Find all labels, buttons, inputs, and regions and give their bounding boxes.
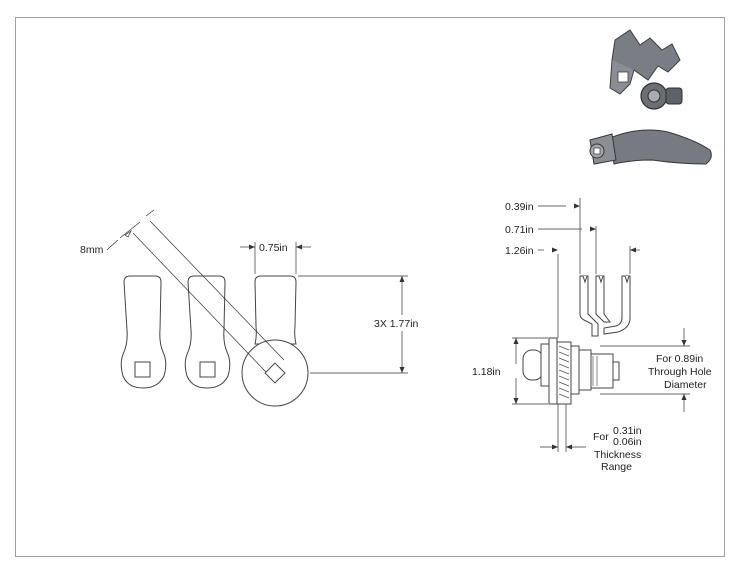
square-drive-2 <box>199 361 216 378</box>
length-dimension-label: 3X 1.77in <box>374 318 419 330</box>
isometric-lock-assembly <box>609 29 683 110</box>
height-dimension-label: 1.18in <box>472 366 501 378</box>
thickness-for-label: For <box>593 431 609 443</box>
hole-note-line-3: Diameter <box>664 379 707 391</box>
thickness-min-label: 0.06in <box>613 436 642 448</box>
thickness-note-line-2: Range <box>601 461 632 473</box>
cam-arm-1 <box>120 275 167 389</box>
hole-note-line-1: For 0.89in <box>656 353 703 365</box>
width-dimension-label: 0.75in <box>259 242 288 254</box>
front-view: 8mm 0.75in 3X 1.77in <box>80 209 419 407</box>
hole-note-line-2: Through Hole <box>648 366 712 378</box>
cam-arm-3 <box>254 275 297 345</box>
sheet-border <box>15 17 725 557</box>
isometric-cam-arm <box>589 129 712 165</box>
square-drive-1 <box>134 361 151 378</box>
fork-offset-label-a: 0.39in <box>505 201 534 213</box>
fork-offset-label-b: 0.71in <box>505 224 534 236</box>
slot-dimension-label: 8mm <box>80 244 104 256</box>
thickness-max-label: 0.31in <box>613 425 642 437</box>
side-view: 0.39in 0.71in 1.26in 1.18in For 0.89in T… <box>472 198 712 473</box>
square-drive-3 <box>264 362 286 384</box>
thickness-note-line-1: Thickness <box>594 449 641 461</box>
cam-arm-2 <box>184 275 231 389</box>
fork-offset-label-c: 1.26in <box>505 245 534 257</box>
